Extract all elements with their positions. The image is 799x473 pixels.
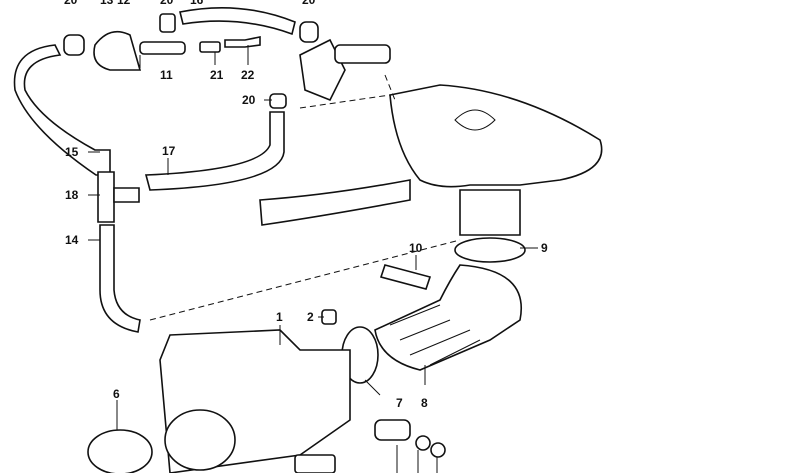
label-16: 16 [190,0,204,7]
label-7: 7 [396,396,403,410]
label-6: 6 [113,387,120,401]
clamp-20d [269,93,287,109]
intake-pipe [259,179,411,226]
label-12: 12 [117,0,131,7]
washer [415,435,431,451]
throttle-neck [459,189,521,236]
cap-2 [321,309,337,325]
pipe [334,44,391,64]
label-9: 9 [541,241,548,255]
label-14: 14 [65,233,79,247]
label-20: 20 [242,93,256,107]
label-1: 1 [276,310,283,324]
valve-body [139,41,186,55]
label-20: 20 [302,0,316,7]
connector [294,454,336,473]
label-13: 13 [100,0,114,7]
clamp-20c [299,21,319,43]
connector-18 [97,171,115,223]
label-18: 18 [65,188,79,202]
valve-11 [93,30,142,71]
intake-manifold [389,84,603,188]
label-8: 8 [421,396,428,410]
label-15: 15 [65,145,79,159]
valve-10 [379,264,432,290]
hose-17 [144,111,285,191]
label-10: 10 [409,241,423,255]
sensor-3 [374,419,411,441]
label-20: 20 [160,0,174,7]
leader-lines [88,45,538,473]
label-17: 17 [162,144,176,158]
intake-boot-8 [374,264,522,371]
label-2: 2 [307,310,314,324]
ring-6 [87,429,153,473]
flange [299,38,346,102]
label-20: 20 [64,0,78,7]
nut [430,442,446,458]
hose-14 [99,224,141,333]
label-22: 22 [241,68,255,82]
hose-16 [179,6,296,36]
clamp-20b [159,13,176,33]
label-11: 11 [160,68,173,82]
label-21: 21 [210,68,224,82]
clamp-9 [454,237,526,263]
tee-18 [113,187,140,203]
hose-15 [13,44,111,176]
sensor-21 [199,41,221,53]
sensor-22 [224,36,261,48]
clamp-20a [63,34,85,56]
